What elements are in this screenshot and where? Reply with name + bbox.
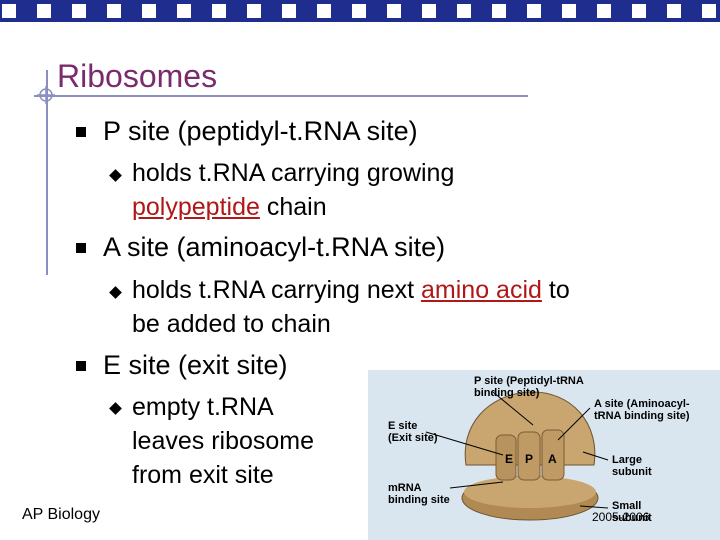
sub-text: empty t.RNA — [132, 393, 274, 421]
site-letter-p: P — [525, 452, 534, 466]
bar-square — [317, 4, 331, 18]
bar-square — [387, 4, 401, 18]
bar-square — [2, 4, 16, 18]
bullet-square-icon — [76, 361, 86, 371]
footer-label: AP Biology — [22, 506, 100, 523]
bullet-diamond-icon — [109, 286, 122, 299]
bar-square — [72, 4, 86, 18]
bar-square — [492, 4, 506, 18]
bullet-a-site: A site (aminoacyl-t.RNA site) — [103, 232, 446, 262]
label-line: (Exit site) — [388, 432, 438, 444]
mrna-label: mRNA binding site — [388, 482, 450, 506]
site-letter-a: A — [548, 452, 557, 466]
title-vertical-rule — [46, 70, 48, 275]
slide-title: Ribosomes — [57, 58, 218, 94]
bar-square — [107, 4, 121, 18]
bullet-diamond-icon — [109, 402, 122, 415]
label-line: P site (Peptidyl-tRNA — [474, 375, 584, 387]
a-site-label: A site (Aminoacyl- tRNA binding site) — [594, 398, 690, 422]
bar-square — [667, 4, 681, 18]
sub-text: chain — [259, 193, 327, 221]
sub-bullet-a-site: holds t.RNA carrying next amino acid to … — [132, 273, 570, 341]
bar-square — [282, 4, 296, 18]
bar-square — [562, 4, 576, 18]
label-line: Small — [612, 500, 642, 512]
sub-text: to — [541, 276, 570, 304]
bar-square — [632, 4, 646, 18]
label-line: subunit — [612, 512, 652, 524]
sub-text: holds t.RNA carrying next — [132, 276, 422, 304]
footer-year: 2005-2006 — [592, 510, 650, 524]
keyword-amino-acid[interactable]: amino acid — [421, 276, 542, 304]
bar-square — [37, 4, 51, 18]
keyword-polypeptide[interactable]: polypeptide — [132, 193, 260, 221]
sub-text: leaves ribosome — [132, 427, 315, 455]
label-line: E site — [388, 420, 418, 432]
bar-square — [597, 4, 611, 18]
bar-square — [527, 4, 541, 18]
bar-square — [177, 4, 191, 18]
site-letter-e: E — [505, 452, 514, 466]
e-site-label: E site (Exit site) — [388, 420, 438, 444]
bar-square — [457, 4, 471, 18]
bullet-diamond-icon — [109, 169, 122, 182]
bullet-p-site: P site (peptidyl-t.RNA site) — [103, 116, 418, 146]
ribosome-diagram: P site (Peptidyl-tRNA binding site) A si… — [368, 370, 720, 540]
bullet-square-icon — [76, 127, 86, 137]
label-line: subunit — [612, 466, 652, 478]
label-line: binding site — [388, 494, 450, 506]
sub-text: from exit site — [132, 461, 274, 489]
title-horizontal-rule — [34, 95, 528, 97]
label-line: mRNA — [388, 482, 422, 494]
p-site-label: P site (Peptidyl-tRNA binding site) — [474, 375, 584, 399]
label-line: tRNA binding site) — [594, 410, 690, 422]
top-decorative-bar — [0, 0, 720, 22]
crosshair-icon — [37, 86, 55, 104]
bullet-square-icon — [76, 243, 86, 253]
small-subunit-label: Small subunit — [612, 500, 652, 524]
bar-square — [702, 4, 716, 18]
bar-square — [352, 4, 366, 18]
sub-text: holds t.RNA carrying growing — [132, 159, 455, 187]
bar-square — [142, 4, 156, 18]
bar-square — [247, 4, 261, 18]
bar-square — [422, 4, 436, 18]
ribosome-illustration — [425, 391, 609, 521]
sub-bullet-p-site: holds t.RNA carrying growing polypeptide… — [132, 156, 454, 224]
sub-text: be added to chain — [132, 310, 331, 338]
large-subunit-label: Large subunit — [612, 454, 652, 478]
label-line: Large — [612, 454, 642, 466]
label-line: binding site) — [474, 387, 540, 399]
label-line: A site (Aminoacyl- — [594, 398, 690, 410]
bar-square — [212, 4, 226, 18]
bullet-e-site: E site (exit site) — [103, 350, 288, 380]
sub-bullet-e-site: empty t.RNA leaves ribosome from exit si… — [132, 390, 314, 492]
